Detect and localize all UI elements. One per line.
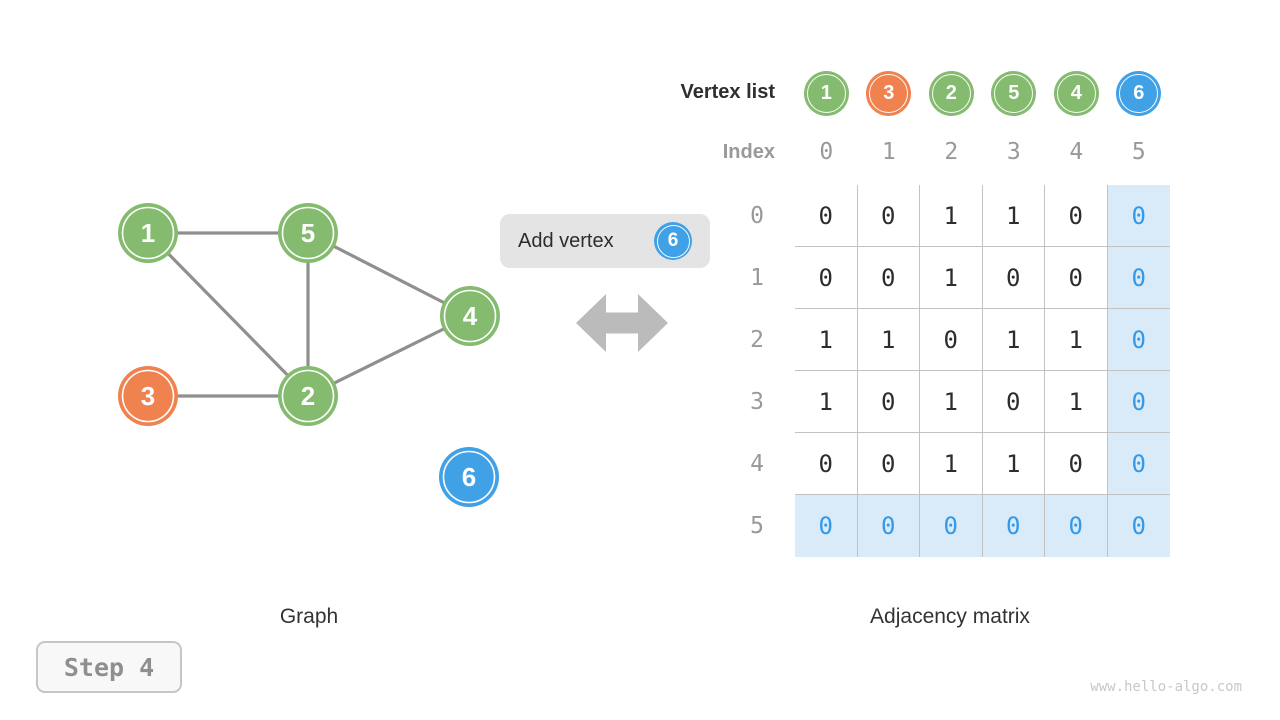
graph-node-1: 1 (118, 203, 178, 263)
vertex-6-badge-label: 6 (667, 230, 679, 251)
matrix-cell-5-0: 0 (795, 495, 858, 557)
vertex-circle-label: 1 (820, 81, 832, 104)
graph-edge-5-4 (307, 231, 471, 318)
vertex-circle-label: 2 (945, 81, 957, 104)
matrix-cell-0-3: 1 (982, 185, 1045, 247)
graph-node-3: 3 (118, 366, 178, 426)
matrix-cell-2-5: 0 (1107, 309, 1170, 371)
vertex-circle-label: 3 (883, 81, 895, 104)
vertex-circle-label: 4 (1070, 81, 1082, 104)
matrix-cell-3-2: 1 (920, 371, 983, 433)
matrix-cell-5-4: 0 (1045, 495, 1108, 557)
vertex-circle-label: 5 (1008, 81, 1020, 104)
index-label: Index (722, 141, 775, 163)
graph-node-label: 3 (141, 381, 155, 411)
watermark: www.hello-algo.com (1090, 679, 1242, 695)
matrix-cell-2-4: 1 (1045, 309, 1108, 371)
index-cell: 3 (1006, 139, 1021, 165)
matrix-cell-3-5: 0 (1107, 371, 1170, 433)
matrix-cell-3-0: 1 (795, 371, 858, 433)
matrix-cell-1-2: 1 (920, 247, 983, 309)
graph-node-4: 4 (440, 286, 500, 346)
vertex-circle-3: 3 (866, 70, 912, 116)
matrix-cell-1-0: 0 (795, 247, 858, 309)
matrix-cell-2-0: 1 (795, 309, 858, 371)
vertex-list-label: Vertex list (680, 81, 775, 103)
graph-edge-2-4 (307, 314, 471, 398)
matrix-cell-0-2: 1 (920, 185, 983, 247)
matrix-cell-3-4: 1 (1045, 371, 1108, 433)
matrix-cell-5-3: 0 (982, 495, 1045, 557)
index-cell: 4 (1069, 139, 1084, 165)
step-badge: Step 4 (36, 641, 182, 693)
vertex-circle-label: 6 (1133, 81, 1145, 104)
graph-node-label: 4 (463, 301, 478, 331)
graph-node-label: 1 (141, 218, 155, 248)
index-cell: 2 (944, 139, 959, 165)
matrix-cell-4-3: 1 (982, 433, 1045, 495)
graph-node-6: 6 (439, 447, 499, 507)
matrix-cell-4-1: 0 (857, 433, 920, 495)
add-vertex-label: Add vertex (518, 229, 614, 252)
vertex-list-cell: 6 (1108, 70, 1171, 116)
matrix-caption: Adjacency matrix (870, 605, 1030, 628)
matrix-cell-0-5: 0 (1107, 185, 1170, 247)
matrix-cell-0-4: 0 (1045, 185, 1108, 247)
graph-node-2: 2 (278, 366, 338, 426)
index-cell: 5 (1131, 139, 1146, 165)
graph-node-5: 5 (278, 203, 338, 263)
index-cell: 1 (881, 139, 896, 165)
swap-arrow-icon (576, 294, 668, 352)
vertex-circle-5: 5 (991, 70, 1037, 116)
matrix-cell-2-1: 1 (857, 309, 920, 371)
matrix-cell-0-0: 0 (795, 185, 858, 247)
graph-node-label: 2 (301, 381, 315, 411)
matrix-cell-4-2: 1 (920, 433, 983, 495)
matrix-cell-5-1: 0 (857, 495, 920, 557)
row-header-cell: 1 (750, 265, 764, 291)
matrix-cell-4-0: 0 (795, 433, 858, 495)
matrix-cell-1-1: 0 (857, 247, 920, 309)
row-header-cell: 5 (750, 513, 764, 539)
vertex-list-row: 1 3 2 5 4 6 (795, 70, 1170, 116)
vertex-list-cell: 5 (983, 70, 1046, 116)
vertex-list-cell: 3 (858, 70, 921, 116)
step-badge-label: Step 4 (63, 652, 155, 682)
row-header-cell: 0 (750, 203, 764, 229)
graph-caption: Graph (279, 605, 339, 628)
matrix-cell-5-5: 0 (1107, 495, 1170, 557)
add-vertex-button[interactable]: Add vertex 6 (500, 214, 710, 268)
matrix-cell-4-5: 0 (1107, 433, 1170, 495)
index-cell: 0 (819, 139, 834, 165)
vertex-circle-6: 6 (1116, 70, 1162, 116)
graph-node-label: 5 (301, 218, 315, 248)
index-row: 0 1 2 3 4 5 (795, 139, 1170, 165)
matrix-cell-1-4: 0 (1045, 247, 1108, 309)
matrix-cell-0-1: 0 (857, 185, 920, 247)
row-header-cell: 2 (750, 327, 764, 353)
matrix-row-headers: 0 1 2 3 4 5 (730, 185, 784, 557)
vertex-list-cell: 2 (920, 70, 983, 116)
matrix-cell-1-5: 0 (1107, 247, 1170, 309)
matrix-cell-2-3: 1 (982, 309, 1045, 371)
row-header-cell: 4 (750, 451, 764, 477)
row-header-cell: 3 (750, 389, 764, 415)
graph-edge-1-2 (146, 231, 310, 398)
vertex-circle-1: 1 (803, 70, 849, 116)
matrix-cell-5-2: 0 (920, 495, 983, 557)
matrix-cell-1-3: 0 (982, 247, 1045, 309)
vertex-list-cell: 4 (1045, 70, 1108, 116)
graph-node-label: 6 (462, 462, 476, 492)
matrix-cell-2-2: 0 (920, 309, 983, 371)
vertex-circle-2: 2 (928, 70, 974, 116)
vertex-circle-4: 4 (1053, 70, 1099, 116)
matrix-cell-3-1: 0 (857, 371, 920, 433)
vertex-list-cell: 1 (795, 70, 858, 116)
vertex-6-badge: 6 (654, 222, 692, 260)
matrix-cell-3-3: 0 (982, 371, 1045, 433)
matrix-cell-4-4: 0 (1045, 433, 1108, 495)
